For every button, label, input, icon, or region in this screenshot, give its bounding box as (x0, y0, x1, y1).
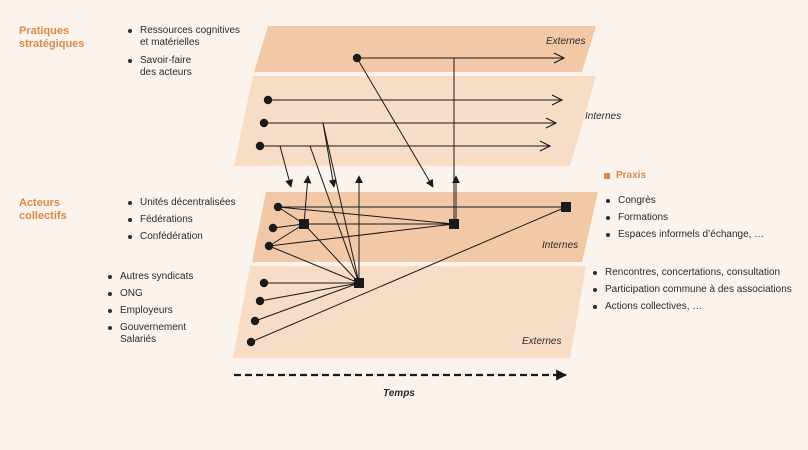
external-actors-list: Autres syndicats ONG Employeurs Gouverne… (106, 271, 193, 346)
list-item: Actions collectives, … (591, 301, 792, 313)
list-item: Autres syndicats (106, 271, 193, 283)
praxis-nodes (299, 202, 571, 288)
inter-plane-links (279, 57, 460, 284)
label-bottom-internal: Internes (542, 240, 579, 251)
plane-top-external (254, 26, 596, 72)
list-item: Confédération (126, 231, 236, 243)
list-item: Unités décentralisées (126, 197, 236, 209)
collective-actors-list: Unités décentralisées Fédérations Conféd… (126, 197, 236, 248)
list-item: ONG (106, 288, 193, 300)
praxis-square-icon (604, 172, 610, 179)
timeline-label: Temps (383, 388, 415, 399)
collective-actors-heading: Acteurs collectifs (19, 197, 67, 222)
list-item: Rencontres, concertations, consultation (591, 267, 792, 279)
list-item: Formations (604, 212, 764, 224)
praxis-heading: Praxis (604, 170, 646, 181)
praxis-external-list: Rencontres, concertations, consultation … (591, 267, 792, 318)
label-top-internal: Internes (585, 111, 622, 122)
praxis-internal-list: Congrès Formations Espaces informels d’é… (604, 195, 764, 246)
strategic-practices-heading: Pratiques stratégiques (19, 25, 85, 50)
internal-links (268, 206, 566, 284)
list-item: Gouvernement Salariés (106, 322, 193, 346)
list-item: Fédérations (126, 214, 236, 226)
list-item: Participation commune à des associations (591, 284, 792, 296)
label-bottom-external: Externes (522, 336, 562, 347)
external-links (250, 206, 567, 343)
plane-bottom-external (233, 266, 586, 358)
list-item: Employeurs (106, 305, 193, 317)
list-item: Congrès (604, 195, 764, 207)
plane-top-internal (234, 76, 596, 166)
actor-nodes (246, 53, 362, 347)
list-item: Espaces informels d’échange, … (604, 229, 764, 241)
label-top-external: Externes (546, 36, 586, 47)
